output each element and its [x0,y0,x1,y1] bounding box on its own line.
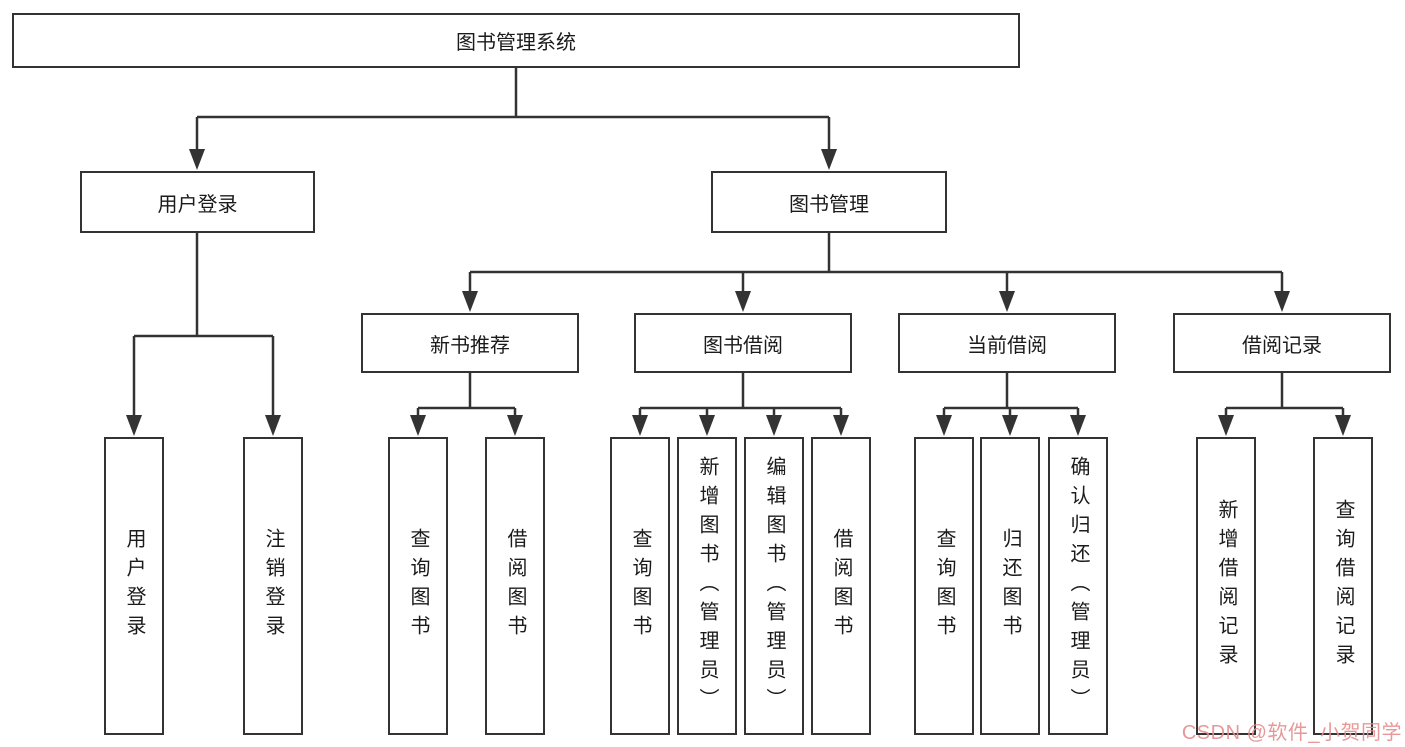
leaf-confirm-return-admin: 确认归还（管理员） [1048,437,1108,735]
node-current-borrow: 当前借阅 [898,313,1116,373]
arrowheads [126,149,1351,436]
node-label: 图书管理 [789,193,869,216]
node-label: 图书管理系统 [456,32,576,54]
node-label: 用户登录 [157,193,238,216]
leaf-query-books-borrow: 查询图书 [610,437,670,735]
node-label: 新书推荐 [430,334,510,357]
leaf-label: 借阅图书 [830,528,852,644]
node-book-management: 图书管理 [711,171,947,233]
node-new-book-recommend: 新书推荐 [361,313,579,373]
csdn-watermark: CSDN @软件_小贺同学 [1181,722,1402,744]
leaf-label: 用户登录 [123,528,145,644]
node-label: 借阅记录 [1242,334,1322,357]
leaf-query-books-recommend: 查询图书 [388,437,448,735]
leaf-user-login: 用户登录 [104,437,164,735]
leaf-label: 注销登录 [262,528,284,644]
node-label: 图书借阅 [703,334,783,357]
leaf-label: 新增借阅记录 [1215,499,1237,673]
node-root-system: 图书管理系统 [12,13,1020,68]
leaf-label: 编辑图书（管理员） [763,455,785,717]
leaf-return-books: 归还图书 [980,437,1040,735]
leaf-query-borrow-record: 查询借阅记录 [1313,437,1373,735]
leaf-borrow-books: 借阅图书 [811,437,871,735]
leaf-logout: 注销登录 [243,437,303,735]
node-user-login: 用户登录 [80,171,315,233]
leaf-label: 查询图书 [629,528,651,644]
leaf-label: 查询借阅记录 [1332,499,1354,673]
leaf-label: 新增图书（管理员） [696,455,718,717]
leaf-edit-books-admin: 编辑图书（管理员） [744,437,804,735]
leaf-label: 归还图书 [999,528,1021,644]
leaf-label: 查询图书 [407,528,429,644]
node-book-borrow: 图书借阅 [634,313,852,373]
leaf-label: 确认归还（管理员） [1067,455,1089,717]
node-label: 当前借阅 [967,334,1047,357]
leaf-query-books-current: 查询图书 [914,437,974,735]
leaf-label: 借阅图书 [504,528,526,644]
node-borrow-records: 借阅记录 [1173,313,1391,373]
leaf-add-books-admin: 新增图书（管理员） [677,437,737,735]
leaf-borrow-books-recommend: 借阅图书 [485,437,545,735]
leaf-add-borrow-record: 新增借阅记录 [1196,437,1256,735]
leaf-label: 查询图书 [933,528,955,644]
